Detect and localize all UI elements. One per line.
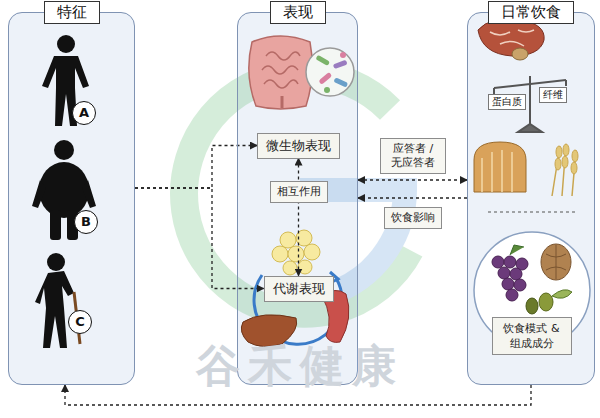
steak <box>512 48 528 60</box>
fat-cells <box>304 244 320 260</box>
process-box: 饮食模式 & 组成成分 <box>492 317 572 355</box>
panel-heading: 表现 <box>270 1 326 24</box>
microbe-circle <box>315 55 330 66</box>
panel-fill <box>467 12 595 385</box>
panel-fill <box>8 12 135 385</box>
watermark-logo <box>184 74 410 314</box>
grapes <box>498 267 510 279</box>
panel-heading: 特征 <box>44 1 100 24</box>
walnut <box>546 245 566 279</box>
wheat <box>552 144 578 196</box>
steak <box>478 19 544 56</box>
process-box: 微生物表现 <box>257 133 340 159</box>
dashed-connector <box>358 197 467 198</box>
intestine <box>281 96 284 108</box>
grapes <box>492 256 504 268</box>
balance-scale <box>518 124 542 132</box>
intestine <box>249 36 312 109</box>
wheat <box>572 150 578 162</box>
person-slim <box>57 35 75 53</box>
person-elderly <box>35 253 80 348</box>
divider-line <box>488 212 576 213</box>
grapes <box>510 245 524 255</box>
person-elderly <box>35 271 74 348</box>
grapes <box>502 278 514 290</box>
bread <box>474 142 526 192</box>
dashed-connector <box>298 159 299 276</box>
microbe-circle <box>333 77 348 87</box>
olives <box>552 290 572 299</box>
dashed-connector <box>135 188 264 289</box>
wheat <box>556 146 562 158</box>
box-text: 饮食模式 & 组成成分 <box>501 321 563 351</box>
edge-label: 应答者 / 无应答者 <box>380 138 446 175</box>
scale-label: 纤维 <box>539 87 567 103</box>
walnut <box>541 244 571 280</box>
grapes <box>506 289 518 301</box>
microbe-circle <box>340 52 346 58</box>
callout-letter: C <box>68 310 92 334</box>
dashed-connector <box>358 179 467 180</box>
edge-label: 饮食影响 <box>384 207 442 229</box>
callout-letter: A <box>72 101 96 125</box>
olives <box>539 293 553 311</box>
watermark-logo <box>184 74 410 314</box>
intestine <box>249 36 312 109</box>
dashed-connector <box>135 146 257 189</box>
grapes <box>514 279 526 291</box>
steak <box>478 19 544 60</box>
microbe-circle <box>306 48 354 96</box>
person-obese <box>54 140 74 160</box>
process-box: 代谢表现 <box>264 276 334 302</box>
callout-letter: B <box>74 210 98 234</box>
olives <box>526 290 572 314</box>
wheat <box>555 158 561 170</box>
grapes <box>492 245 528 301</box>
box-text: 微生物表现 <box>266 137 331 155</box>
panel-heading: 日常饮食 <box>488 1 574 24</box>
person-elderly <box>47 253 65 271</box>
microbe-circle <box>333 60 348 69</box>
person-obese <box>32 180 96 208</box>
scale-label: 蛋白质 <box>488 94 526 110</box>
edge-label: 相互作用 <box>270 181 328 203</box>
fat-cells <box>272 246 288 262</box>
person-obese <box>50 210 61 240</box>
diet-panel: 日常饮食饮食模式 & 组成成分 <box>467 12 595 385</box>
bread <box>482 150 512 192</box>
fat-cells <box>298 260 312 274</box>
watermark: 谷禾健康 <box>196 337 404 396</box>
wheat <box>563 144 569 156</box>
fat-cells <box>283 261 297 275</box>
fat-cells <box>288 246 304 262</box>
divider-line <box>488 211 576 212</box>
microbe-circle <box>324 87 330 93</box>
microbe-circle <box>306 48 354 96</box>
box-text: 代谢表现 <box>273 280 325 298</box>
grapes <box>510 268 522 280</box>
microbe-circle <box>318 72 332 85</box>
grapes <box>504 256 516 268</box>
bread <box>474 142 526 192</box>
wheat <box>562 156 568 168</box>
fat-cells <box>272 230 320 275</box>
intestine <box>262 52 300 88</box>
fat-cells <box>280 232 296 248</box>
panel-fill <box>8 12 595 385</box>
wheat <box>571 162 577 174</box>
walnut <box>541 244 571 280</box>
olives <box>526 298 538 314</box>
steak <box>490 30 534 46</box>
